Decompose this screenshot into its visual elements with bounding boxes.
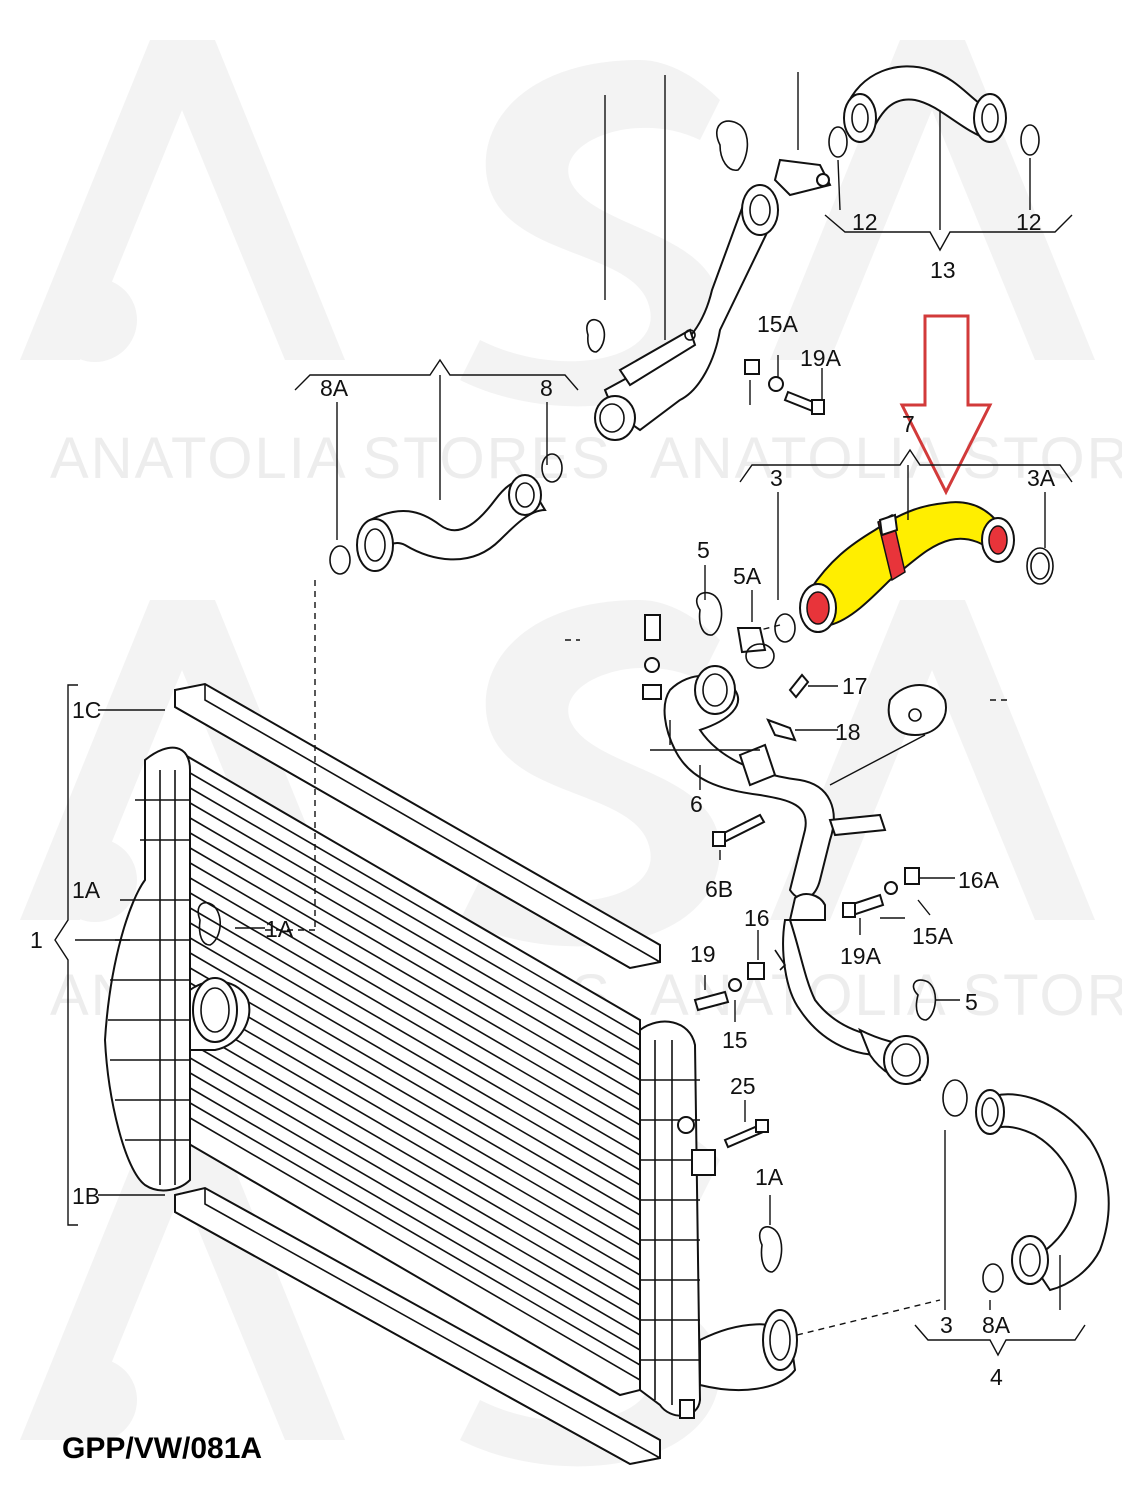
label-4: 4 bbox=[990, 1364, 1003, 1390]
label-15: 15 bbox=[722, 1027, 748, 1053]
label-3A: 3A bbox=[1027, 465, 1056, 491]
label-3-bottom: 3 bbox=[940, 1312, 953, 1338]
label-12-right: 12 bbox=[1016, 209, 1042, 235]
label-18: 18 bbox=[835, 719, 861, 745]
label-16A: 16A bbox=[958, 867, 1000, 893]
label-8A-top: 8A bbox=[320, 375, 349, 401]
label-1C: 1C bbox=[72, 697, 101, 723]
hose-13 bbox=[828, 65, 1040, 158]
label-13: 13 bbox=[930, 257, 956, 283]
core-fins bbox=[184, 769, 641, 1381]
upper-pipe bbox=[586, 120, 832, 441]
label-19A-mid: 19A bbox=[840, 943, 882, 969]
callout-labels: 12 12 13 15A 19A 8A 8 7 3 3A 5 5A 17 18 … bbox=[30, 209, 1056, 1390]
hose-4 bbox=[197, 901, 1110, 1293]
label-1: 1 bbox=[30, 927, 43, 953]
label-15A-top: 15A bbox=[757, 311, 799, 337]
label-17: 17 bbox=[842, 673, 868, 699]
leader-lines bbox=[54, 72, 1086, 1357]
label-8-top: 8 bbox=[540, 375, 553, 401]
label-1A-bottom: 1A bbox=[755, 1164, 784, 1190]
pipe-6 bbox=[642, 591, 947, 1149]
label-5A: 5A bbox=[733, 563, 762, 589]
label-12-left: 12 bbox=[852, 209, 878, 235]
label-25: 25 bbox=[730, 1073, 756, 1099]
label-1A-left: 1A bbox=[72, 877, 101, 903]
watermark-text-4: ANATOLIA STORES bbox=[650, 963, 1122, 1028]
label-8A-bottom: 8A bbox=[982, 1312, 1011, 1338]
label-6B: 6B bbox=[705, 876, 733, 902]
label-15A-mid: 15A bbox=[912, 923, 954, 949]
label-3-top: 3 bbox=[770, 465, 783, 491]
label-16: 16 bbox=[744, 905, 770, 931]
label-1A-mid: 1A bbox=[265, 916, 294, 942]
part-code: GPP/VW/081A bbox=[62, 1432, 262, 1465]
highlighted-hose-7 bbox=[774, 314, 1054, 643]
label-1B: 1B bbox=[72, 1183, 100, 1209]
label-7: 7 bbox=[902, 411, 915, 437]
indicator-arrow bbox=[899, 314, 993, 496]
label-19: 19 bbox=[690, 941, 716, 967]
hose-8 bbox=[329, 453, 563, 575]
label-6: 6 bbox=[690, 791, 703, 817]
label-19A-top: 19A bbox=[800, 345, 842, 371]
intercooler bbox=[103, 682, 798, 1466]
watermark-text-2: ANATOLIA STORES bbox=[650, 426, 1122, 491]
label-5-right: 5 bbox=[965, 989, 978, 1015]
label-5-top: 5 bbox=[697, 537, 710, 563]
